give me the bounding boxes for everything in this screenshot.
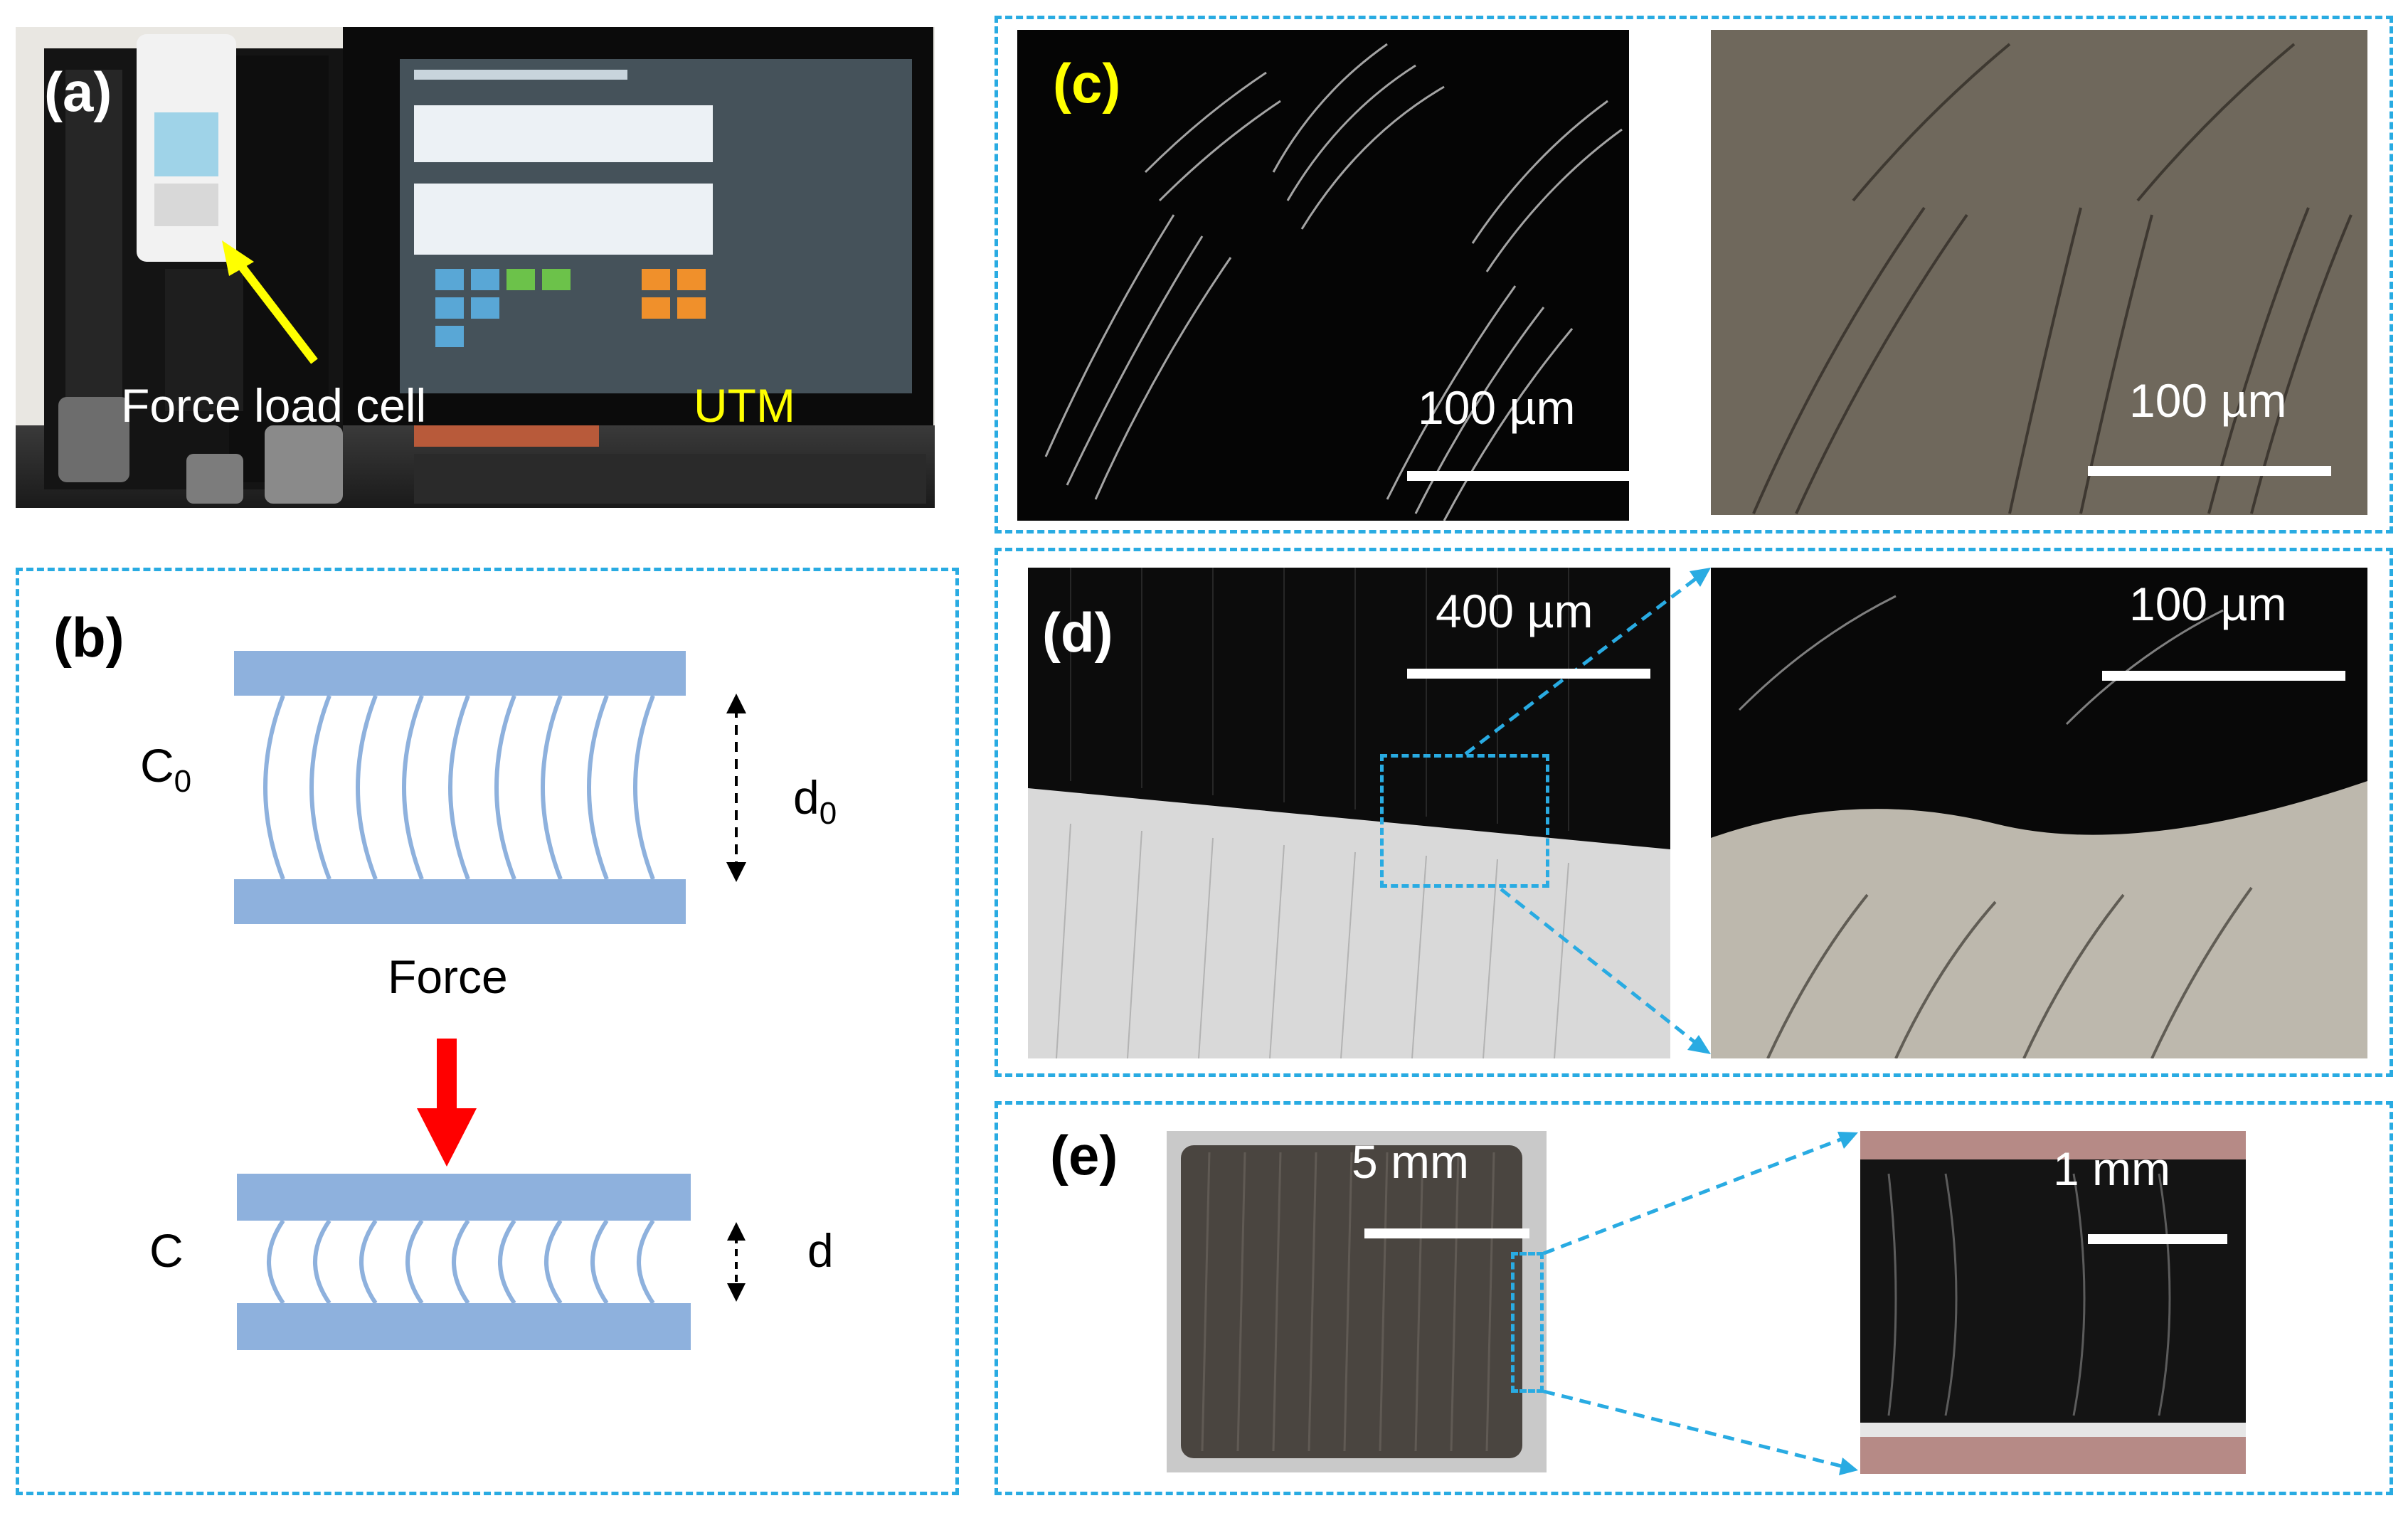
panel-d-right-scale-text: 100 µm	[2129, 578, 2287, 630]
panel-c-left-scale-bar	[1407, 471, 1650, 481]
panel-d-left-fabric	[1028, 568, 1670, 1058]
panel-e-zoom-box	[1511, 1252, 1544, 1393]
panel-e-left-scale-bar	[1364, 1228, 1529, 1238]
panel-e-left-scale-text: 5 mm	[1352, 1135, 1469, 1188]
panel-d-label: (d)	[1042, 601, 1113, 664]
panel-e-right-cross-section	[1860, 1131, 2246, 1474]
panel-e-right-scale-bar	[2088, 1234, 2227, 1244]
panel-c-left-fibers	[1044, 43, 1623, 521]
panel-a-photo	[16, 27, 935, 508]
top-capacitance-label: C0	[140, 742, 191, 797]
panel-b-frame	[16, 568, 959, 1495]
panel-c-left-micrograph	[1017, 30, 1629, 521]
panel-b-label: (b)	[53, 606, 124, 669]
panel-d-right-scale-bar	[2102, 671, 2345, 681]
utm-annotation: UTM	[694, 379, 795, 432]
panel-d-frame	[995, 548, 2393, 1077]
panel-d-left-scale-bar	[1407, 669, 1650, 679]
bottom-capacitance-label: C	[149, 1224, 184, 1277]
panel-c-right-micrograph	[1711, 30, 2367, 515]
top-distance-subscript: 0	[819, 796, 837, 832]
panel-e-label: (e)	[1050, 1124, 1118, 1186]
panel-d-zoom-box	[1380, 754, 1549, 888]
bottom-distance-label: d	[807, 1224, 834, 1277]
panel-a-label: (a)	[44, 60, 112, 123]
panel-c-left-scale-text: 100 µm	[1418, 381, 1576, 434]
panel-e-right-scale-text: 1 mm	[2053, 1142, 2170, 1195]
load-cell-annotation: Force load cell	[121, 379, 427, 432]
panel-c-label: (c)	[1053, 52, 1121, 115]
panel-d-right-micrograph	[1711, 568, 2367, 1058]
panel-e-left-sample-photo	[1167, 1131, 1547, 1472]
top-capacitance-symbol: C	[140, 739, 174, 792]
top-distance-label: d0	[793, 774, 837, 829]
panel-e-right-layer	[1860, 1159, 2246, 1437]
panel-e-left-sample	[1181, 1145, 1522, 1458]
force-label: Force	[388, 950, 508, 1003]
panel-c-frame	[995, 16, 2393, 533]
panel-e-frame	[995, 1101, 2393, 1495]
top-distance-symbol: d	[793, 771, 820, 824]
panel-d-right-fabric	[1711, 595, 2367, 1058]
panel-d-left-scale-text: 400 µm	[1436, 585, 1593, 637]
panel-c-right-scale-text: 100 µm	[2129, 374, 2287, 427]
top-capacitance-subscript: 0	[174, 764, 192, 800]
panel-c-right-scale-bar	[2088, 466, 2331, 476]
panel-d-left-micrograph	[1028, 568, 1670, 1058]
panel-c-right-fibers	[1752, 43, 2353, 514]
panel-a-photo-art	[16, 27, 935, 508]
